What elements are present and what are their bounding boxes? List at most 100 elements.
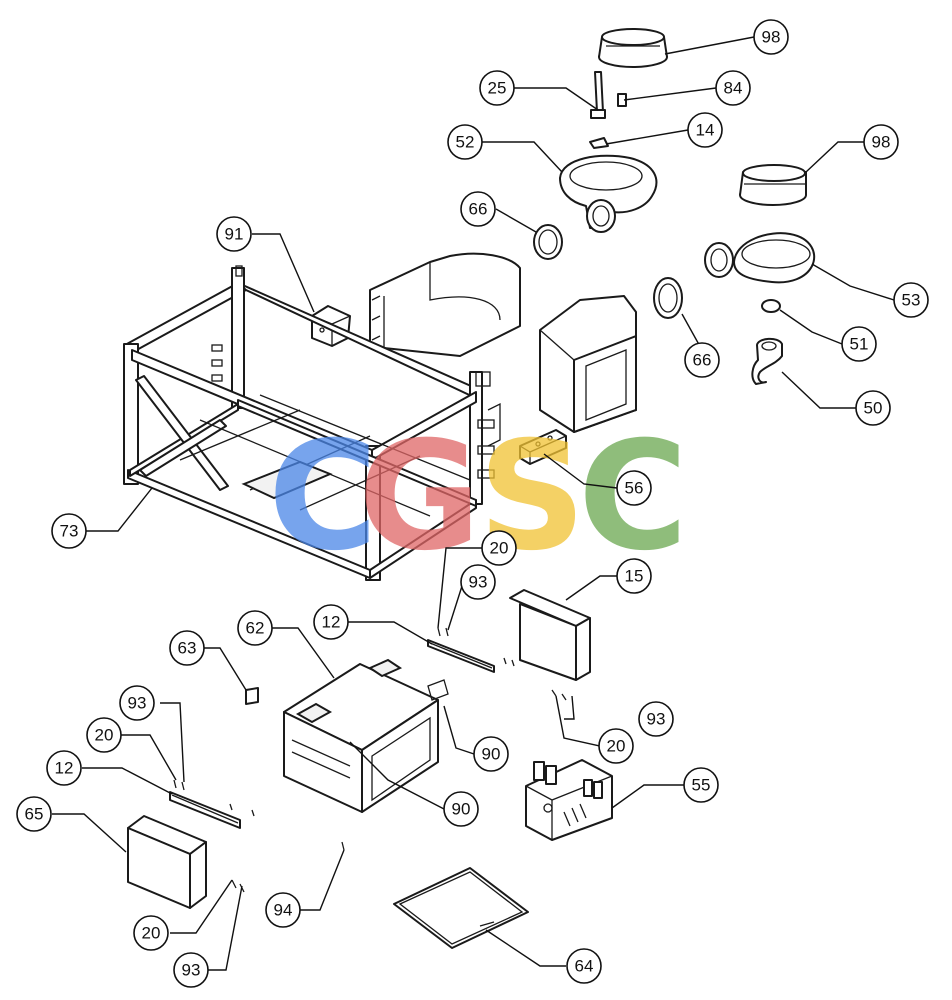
callout-label: 20: [607, 737, 626, 756]
callout-c52: 52: [447, 124, 483, 160]
callout-circle: [684, 342, 720, 378]
callout-circle: [86, 717, 122, 753]
part-gasket-66b: [653, 277, 683, 319]
callout-circle: [598, 728, 634, 764]
callout-c73: 73: [51, 513, 87, 549]
callout-c51: 51: [841, 326, 877, 362]
callout-circle: [216, 216, 252, 252]
callout-label: 62: [246, 619, 265, 638]
callout-label: 50: [864, 399, 883, 418]
callout-c62: 62: [237, 610, 273, 646]
part-blower-housing-52: [559, 154, 658, 233]
part-strip-12-lower: [169, 791, 241, 829]
callout-circle: [893, 282, 929, 318]
callout-label: 65: [25, 805, 44, 824]
part-51-50: [751, 299, 783, 385]
callout-label: 51: [850, 335, 869, 354]
part-hardware-screws: [173, 627, 567, 893]
callout-c20c: 20: [86, 717, 122, 753]
callout-circle: [481, 530, 517, 566]
callout-circle: [119, 685, 155, 721]
callout-c98a: 98: [753, 19, 789, 55]
part-cover-65: [127, 815, 207, 909]
callout-circle: [479, 70, 515, 106]
callout-c93b: 93: [119, 685, 155, 721]
callout-label: 93: [128, 694, 147, 713]
callout-circle: [237, 610, 273, 646]
callout-c64: 64: [566, 948, 602, 984]
callout-label: 93: [469, 573, 488, 592]
callout-label: 93: [182, 961, 201, 980]
callout-c25: 25: [479, 70, 515, 106]
callout-circle: [566, 948, 602, 984]
part-small-fittings-top: [589, 71, 627, 149]
callout-circle: [265, 892, 301, 928]
part-plenum-box: [539, 295, 637, 433]
callout-circle: [616, 470, 652, 506]
callout-label: 14: [696, 121, 715, 140]
callout-c63: 63: [169, 630, 205, 666]
callout-label: 66: [693, 351, 712, 370]
callout-label: 56: [625, 479, 644, 498]
callout-circle: [715, 70, 751, 106]
callout-c12a: 12: [313, 604, 349, 640]
callout-circle: [753, 19, 789, 55]
parts-drawing: [123, 28, 816, 949]
callout-circle: [16, 796, 52, 832]
callout-label: 98: [872, 133, 891, 152]
part-fan-ring-top: [598, 28, 668, 68]
callout-circle: [616, 558, 652, 594]
callout-label: 73: [60, 522, 79, 541]
part-fan-ring-right: [739, 164, 807, 206]
watermark-letter-c1: C: [268, 410, 378, 584]
callout-c15: 15: [616, 558, 652, 594]
callout-circle: [173, 952, 209, 988]
callout-c66a: 66: [460, 191, 496, 227]
part-curved-duct: [369, 252, 521, 357]
callout-label: 55: [692, 776, 711, 795]
callout-circle: [133, 915, 169, 951]
callout-label: 90: [452, 800, 471, 819]
callout-circle: [460, 191, 496, 227]
callout-c93a: 93: [460, 564, 496, 600]
watermark-letter-g: G: [358, 410, 481, 584]
callout-c94: 94: [265, 892, 301, 928]
callout-c66b: 66: [684, 342, 720, 378]
callout-label: 53: [902, 291, 921, 310]
callout-label: 20: [95, 726, 114, 745]
callout-label: 94: [274, 901, 293, 920]
callout-c20a: 20: [481, 530, 517, 566]
callout-circle: [460, 564, 496, 600]
callout-c55: 55: [683, 767, 719, 803]
part-bracket-63: [245, 687, 259, 705]
callout-label: 20: [490, 539, 509, 558]
part-terminal-strip-56: [519, 429, 567, 465]
leader-lines: [52, 36, 895, 971]
callout-label: 52: [456, 133, 475, 152]
callout-label: 12: [322, 613, 341, 632]
callout-c91: 91: [216, 216, 252, 252]
callout-label: 20: [142, 924, 161, 943]
callout-circle: [51, 513, 87, 549]
callout-label: 25: [488, 79, 507, 98]
callout-c93c: 93: [638, 701, 674, 737]
callout-c20b: 20: [598, 728, 634, 764]
callout-c20d: 20: [133, 915, 169, 951]
part-blower-housing-53: [704, 232, 816, 284]
callout-label: 15: [625, 567, 644, 586]
callout-label: 98: [762, 28, 781, 47]
callout-label: 90: [482, 745, 501, 764]
part-tray-64: [393, 867, 529, 949]
part-enclosure-62: [283, 658, 449, 813]
callout-label: 91: [225, 225, 244, 244]
part-gasket-66a: [533, 224, 563, 260]
callout-circle: [313, 604, 349, 640]
part-cover-panel-15: [509, 589, 591, 681]
callout-c65: 65: [16, 796, 52, 832]
callout-circle: [46, 750, 82, 786]
callout-c12b: 12: [46, 750, 82, 786]
callout-circle: [863, 124, 899, 160]
callout-c53: 53: [893, 282, 929, 318]
